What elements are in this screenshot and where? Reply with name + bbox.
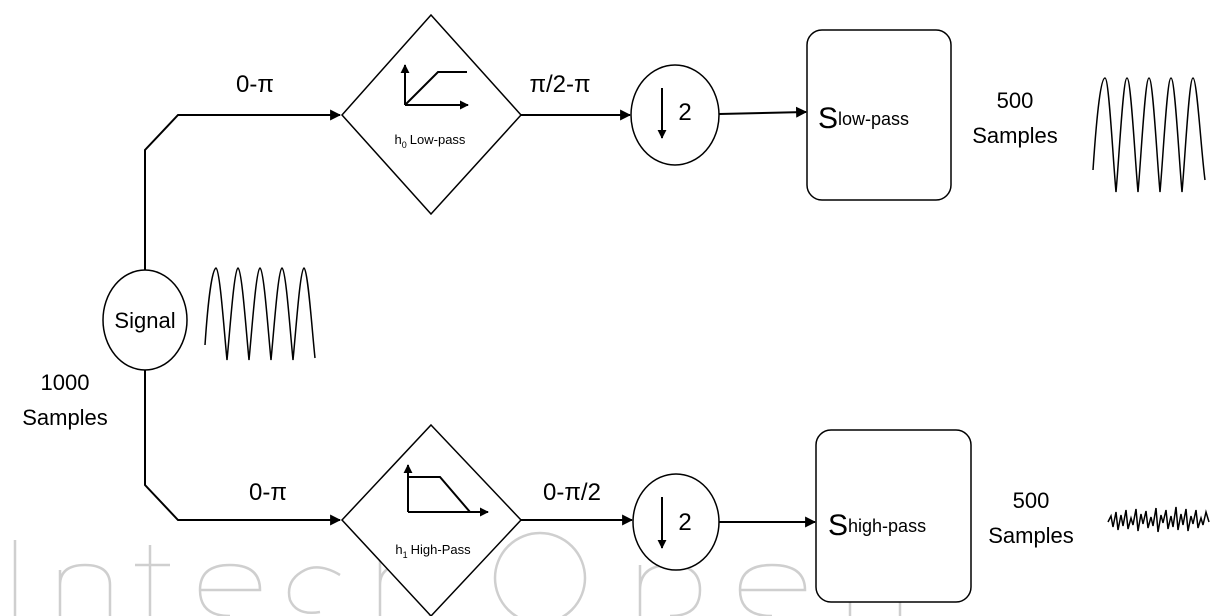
low-pass-result: Slow-pass bbox=[806, 29, 952, 201]
low-output-count-unit: Samples bbox=[972, 123, 1058, 148]
high-downsample-factor: 2 bbox=[678, 509, 691, 536]
low-output-count-number: 500 bbox=[997, 88, 1034, 113]
low-downsampler-output-wire bbox=[718, 106, 808, 118]
input-count-unit: Samples bbox=[22, 405, 108, 430]
input-waveform bbox=[204, 267, 316, 361]
low-result-label: Slow-pass bbox=[818, 102, 909, 135]
high-output-count-unit: Samples bbox=[988, 523, 1074, 548]
high-result-label: Shigh-pass bbox=[828, 509, 926, 542]
low-output-waveform bbox=[1092, 77, 1206, 193]
high-pass-result: Shigh-pass bbox=[815, 429, 972, 603]
signal-label: Signal bbox=[114, 308, 175, 333]
high-input-range: 0-π bbox=[249, 479, 287, 506]
input-count-number: 1000 bbox=[41, 370, 90, 395]
high-downsampler: 2 bbox=[632, 473, 720, 571]
low-downsample-factor: 2 bbox=[678, 99, 691, 126]
high-output-range: 0-π/2 bbox=[543, 479, 601, 506]
high-output-waveform bbox=[1107, 506, 1210, 533]
signal-node: Signal bbox=[102, 269, 188, 371]
high-output-count-number: 500 bbox=[1013, 488, 1050, 513]
low-branch-wire bbox=[144, 109, 342, 270]
low-downsampler: 2 bbox=[630, 64, 720, 166]
low-output-range: π/2-π bbox=[529, 71, 590, 98]
low-input-range: 0-π bbox=[236, 71, 274, 98]
high-branch-wire bbox=[144, 370, 342, 526]
